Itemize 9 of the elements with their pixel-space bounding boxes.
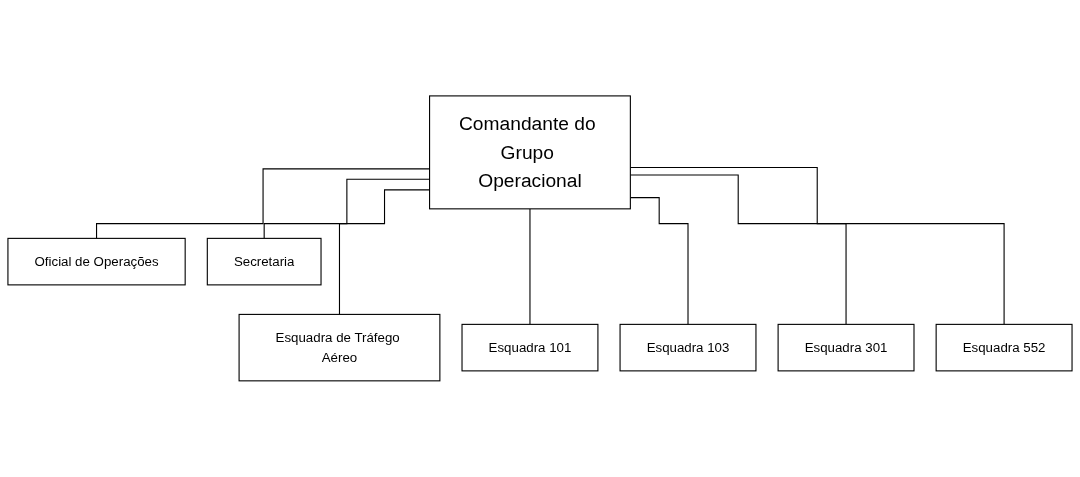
connector — [529, 208, 531, 326]
node-box: Oficial de Operações — [7, 237, 186, 286]
node-box: Esquadra 101 — [461, 323, 599, 372]
node-box: Secretaria — [206, 237, 322, 286]
node-box: Esquadra de Tráfego Aéreo — [238, 313, 441, 382]
node-box: Esquadra 103 — [619, 323, 757, 372]
node-box: Esquadra 552 — [935, 323, 1073, 372]
node-box: Esquadra 301 — [777, 323, 915, 372]
node-box: Comandante do Grupo Operacional — [429, 95, 631, 210]
